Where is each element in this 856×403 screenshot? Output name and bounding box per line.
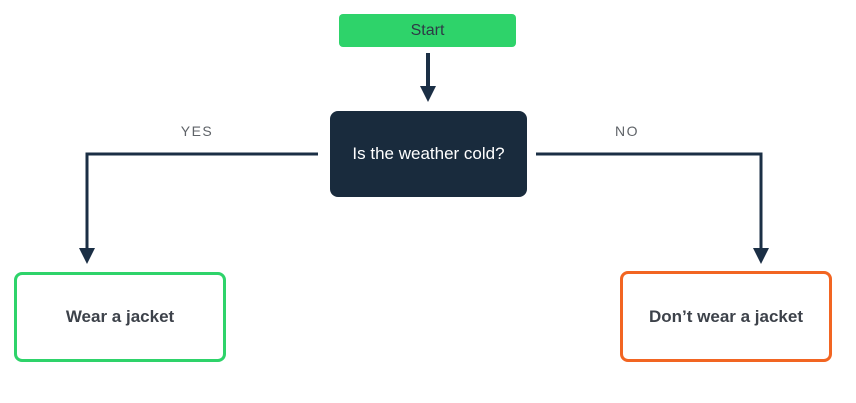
node-start-label: Start [410, 21, 445, 39]
edge-yes-connector [79, 152, 318, 264]
edge-no-connector [536, 152, 769, 264]
node-outcome-dont-wear-jacket-label: Don’t wear a jacket [648, 306, 803, 326]
edge-no-line [536, 152, 763, 249]
arrowhead-down-icon [753, 248, 769, 264]
edge-label-yes: YES [180, 123, 214, 139]
node-decision-label: Is the weather cold? [352, 144, 505, 163]
arrowhead-down-icon [420, 86, 436, 102]
node-start: Start [339, 14, 516, 47]
node-outcome-wear-jacket: Wear a jacket [14, 272, 226, 362]
arrowhead-down-icon [79, 248, 95, 264]
edge-start-to-decision [420, 53, 436, 102]
node-outcome-wear-jacket-label: Wear a jacket [65, 307, 175, 326]
edge-label-no: NO [615, 123, 639, 139]
node-outcome-dont-wear-jacket: Don’t wear a jacket [620, 271, 832, 362]
node-decision: Is the weather cold? [330, 111, 527, 197]
edge-yes-line [85, 152, 318, 249]
